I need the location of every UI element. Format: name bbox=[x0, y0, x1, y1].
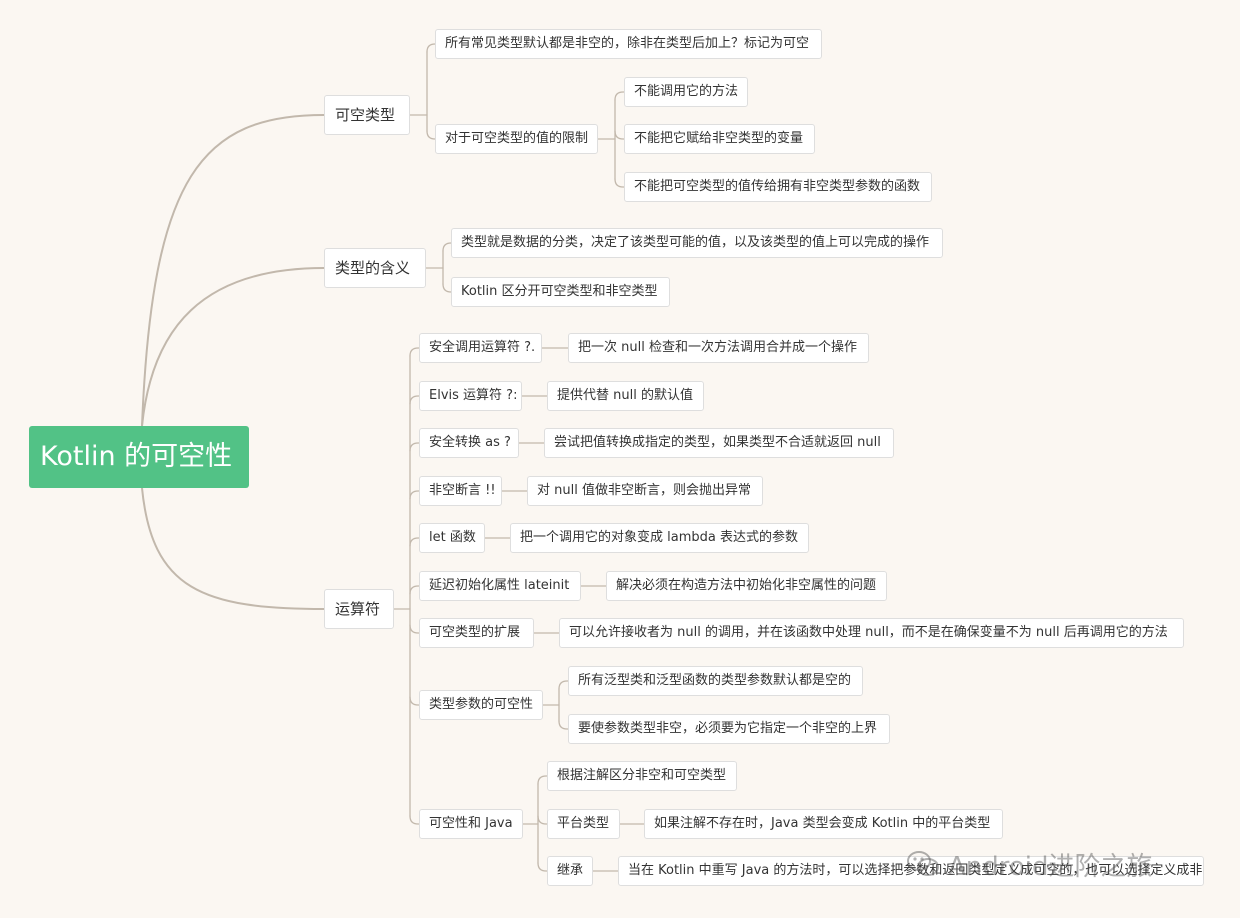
node-limit-1[interactable]: 不能调用它的方法 bbox=[624, 77, 748, 107]
node-ext-desc[interactable]: 可以允许接收者为 null 的调用，并在该函数中处理 null，而不是在确保变量… bbox=[559, 618, 1184, 648]
node-platform[interactable]: 平台类型 bbox=[547, 809, 620, 839]
node-not-null[interactable]: 非空断言 !! bbox=[419, 476, 502, 506]
watermark-text: Android进阶之旅 bbox=[948, 851, 1153, 882]
twig-node-platform bbox=[537, 815, 548, 825]
watermark: Android进阶之旅 bbox=[906, 844, 1153, 884]
node-let[interactable]: let 函数 bbox=[419, 523, 485, 553]
twig-node-generic bbox=[409, 696, 420, 706]
node-inherit-desc[interactable]: 当在 Kotlin 中重写 Java 的方法时，可以选择把参数和返回类型定义成可… bbox=[618, 856, 1204, 886]
node-generic-1[interactable]: 所有泛型类和泛型函数的类型参数默认都是空的 bbox=[568, 666, 863, 696]
twig-node-lateinit bbox=[409, 585, 420, 595]
node-nullable-limits[interactable]: 对于可空类型的值的限制 bbox=[435, 124, 598, 154]
twig-node-java bbox=[409, 815, 420, 825]
node-nullable[interactable]: 可空类型 bbox=[324, 95, 410, 135]
node-java-anno[interactable]: 根据注解区分非空和可空类型 bbox=[547, 761, 737, 791]
node-meaning[interactable]: 类型的含义 bbox=[324, 248, 426, 288]
twig-node-generic-2 bbox=[558, 720, 569, 730]
twig-node-limit-3 bbox=[614, 178, 625, 188]
branch-node-operators bbox=[141, 487, 325, 610]
node-ext[interactable]: 可空类型的扩展 bbox=[419, 618, 534, 648]
branch-node-nullable bbox=[141, 114, 325, 427]
node-safe-cast[interactable]: 安全转换 as ? bbox=[419, 428, 519, 458]
branch-node-meaning bbox=[141, 267, 325, 427]
twig-node-nullable-limits bbox=[426, 130, 436, 140]
twig-node-ext bbox=[409, 624, 420, 634]
twig-node-safe-cast bbox=[409, 442, 420, 452]
node-operators[interactable]: 运算符 bbox=[324, 589, 394, 629]
node-inherit[interactable]: 继承 bbox=[547, 856, 593, 886]
node-elvis[interactable]: Elvis 运算符 ?: bbox=[419, 381, 522, 411]
node-let-desc[interactable]: 把一个调用它的对象变成 lambda 表达式的参数 bbox=[510, 523, 809, 553]
twig-node-elvis bbox=[409, 395, 420, 405]
node-nullable-default[interactable]: 所有常见类型默认都是非空的，除非在类型后加上？标记为可空 bbox=[435, 29, 822, 59]
twig-node-not-null bbox=[409, 490, 420, 500]
wechat-icon bbox=[907, 851, 939, 876]
node-lateinit[interactable]: 延迟初始化属性 lateinit bbox=[419, 571, 581, 601]
twig-node-nullable-default bbox=[426, 43, 436, 53]
twig-node-safe-call bbox=[409, 347, 420, 357]
node-safe-call-desc[interactable]: 把一次 null 检查和一次方法调用合并成一个操作 bbox=[568, 333, 869, 363]
twig-node-let bbox=[409, 537, 420, 547]
node-java[interactable]: 可空性和 Java bbox=[419, 809, 523, 839]
twig-node-limit-2 bbox=[614, 130, 625, 140]
node-lateinit-desc[interactable]: 解决必须在构造方法中初始化非空属性的问题 bbox=[606, 571, 887, 601]
node-limit-3[interactable]: 不能把可空类型的值传给拥有非空类型参数的函数 bbox=[624, 172, 932, 202]
node-elvis-desc[interactable]: 提供代替 null 的默认值 bbox=[547, 381, 704, 411]
twig-node-generic-1 bbox=[558, 680, 569, 690]
twig-node-inherit bbox=[537, 862, 548, 872]
twig-node-limit-1 bbox=[614, 91, 625, 101]
twig-node-java-anno bbox=[537, 775, 548, 785]
node-not-null-desc[interactable]: 对 null 值做非空断言，则会抛出异常 bbox=[527, 476, 763, 506]
node-limit-2[interactable]: 不能把它赋给非空类型的变量 bbox=[624, 124, 815, 154]
twig-node-meaning-2 bbox=[442, 283, 452, 293]
node-safe-call[interactable]: 安全调用运算符 ?. bbox=[419, 333, 542, 363]
node-meaning-1[interactable]: 类型就是数据的分类，决定了该类型可能的值，以及该类型的值上可以完成的操作 bbox=[451, 228, 943, 258]
node-platform-desc[interactable]: 如果注解不存在时，Java 类型会变成 Kotlin 中的平台类型 bbox=[644, 809, 1003, 839]
node-generic[interactable]: 类型参数的可空性 bbox=[419, 690, 543, 720]
node-safe-cast-desc[interactable]: 尝试把值转换成指定的类型，如果类型不合适就返回 null bbox=[544, 428, 894, 458]
root-node[interactable]: Kotlin 的可空性 bbox=[29, 426, 249, 488]
twig-node-meaning-1 bbox=[442, 242, 452, 252]
node-meaning-2[interactable]: Kotlin 区分开可空类型和非空类型 bbox=[451, 277, 670, 307]
node-generic-2[interactable]: 要使参数类型非空，必须要为它指定一个非空的上界 bbox=[568, 714, 890, 744]
